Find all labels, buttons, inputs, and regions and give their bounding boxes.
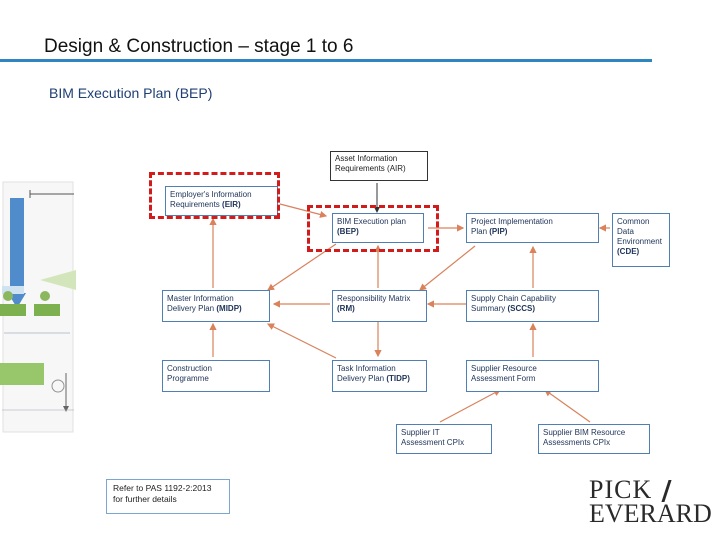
- reference-note-line2: for further details: [113, 494, 177, 504]
- node-tidp: Task Information Delivery Plan (TIDP): [332, 360, 427, 392]
- arrow-tidp-to-midp: [266, 323, 337, 359]
- node-supplier-it: Supplier IT Assessment CPIx: [396, 424, 492, 454]
- node-tidp-line2: Delivery Plan (TIDP): [337, 374, 410, 383]
- reference-note: Refer to PAS 1192-2:2013 for further det…: [106, 479, 230, 514]
- slide-subtitle: BIM Execution Plan (BEP): [49, 85, 213, 101]
- title-rule: [0, 59, 652, 62]
- arrow-eir-to-bep: [279, 203, 328, 218]
- eir-highlight: [149, 172, 280, 219]
- node-sbim-line2: Assessments CPIx: [543, 438, 611, 447]
- node-sccs-line1: Supply Chain Capability: [471, 294, 556, 303]
- reference-note-line1: Refer to PAS 1192-2:2013: [113, 483, 212, 493]
- node-midp: Master Information Delivery Plan (MIDP): [162, 290, 270, 322]
- node-pip: Project Implementation Plan (PIP): [466, 213, 599, 243]
- node-tidp-line1: Task Information: [337, 364, 396, 373]
- node-air: Asset Information Requirements (AIR): [330, 151, 428, 181]
- node-sit-line1: Supplier IT: [401, 428, 440, 437]
- node-cde-line3: Environment: [617, 237, 662, 246]
- node-cde: Common Data Environment (CDE): [612, 213, 670, 267]
- arrow-supplier-it-to-sraf: [439, 389, 502, 423]
- node-sbim-line1: Supplier BIM Resource: [543, 428, 626, 437]
- node-air-line1: Asset Information: [335, 154, 398, 163]
- node-eir-line2: Requirements (EIR): [170, 200, 241, 209]
- node-midp-line2: Delivery Plan (MIDP): [167, 304, 242, 313]
- bep-highlight: [307, 205, 439, 252]
- logo-line2: EVERARD: [589, 499, 712, 528]
- logo-line1: PICK: [589, 475, 653, 504]
- node-cde-line4: (CDE): [617, 247, 640, 256]
- node-sraf-line1: Supplier Resource: [471, 364, 537, 373]
- node-midp-line1: Master Information: [167, 294, 234, 303]
- node-eir-line1: Employer's Information: [170, 190, 252, 199]
- arrow-pip-to-rm: [419, 245, 476, 291]
- node-eir: Employer's Information Requirements (EIR…: [165, 186, 278, 216]
- node-sccs: Supply Chain Capability Summary (SCCS): [466, 290, 599, 322]
- node-rm: Responsibility Matrix (RM): [332, 290, 427, 322]
- arrow-supplier-bim-to-sraf: [544, 389, 591, 423]
- node-sraf-line2: Assessment Form: [471, 374, 536, 383]
- node-supplier-bim-resource: Supplier BIM Resource Assessments CPIx: [538, 424, 650, 454]
- node-cde-line2: Data: [617, 227, 634, 236]
- node-supplier-resource-form: Supplier Resource Assessment Form: [466, 360, 599, 392]
- node-rm-line1: Responsibility Matrix: [337, 294, 411, 303]
- node-air-line2: Requirements (AIR): [335, 164, 406, 173]
- node-construction-programme: Construction Programme: [162, 360, 270, 392]
- node-sccs-line2: Summary (SCCS): [471, 304, 536, 313]
- process-thumbnail: [0, 178, 76, 436]
- node-sit-line2: Assessment CPIx: [401, 438, 465, 447]
- node-cde-line1: Common: [617, 217, 650, 226]
- node-construction-line2: Programme: [167, 374, 209, 383]
- node-construction-line1: Construction: [167, 364, 212, 373]
- node-pip-line2: Plan (PIP): [471, 227, 508, 236]
- node-rm-line2: (RM): [337, 304, 355, 313]
- node-bep-line1: BIM Execution plan: [337, 217, 406, 226]
- node-bep-line2: (BEP): [337, 227, 359, 236]
- node-bep: BIM Execution plan (BEP): [332, 213, 424, 243]
- slide-title: Design & Construction – stage 1 to 6: [44, 36, 354, 57]
- node-pip-line1: Project Implementation: [471, 217, 553, 226]
- company-logo: PICK EVERARD: [589, 475, 712, 528]
